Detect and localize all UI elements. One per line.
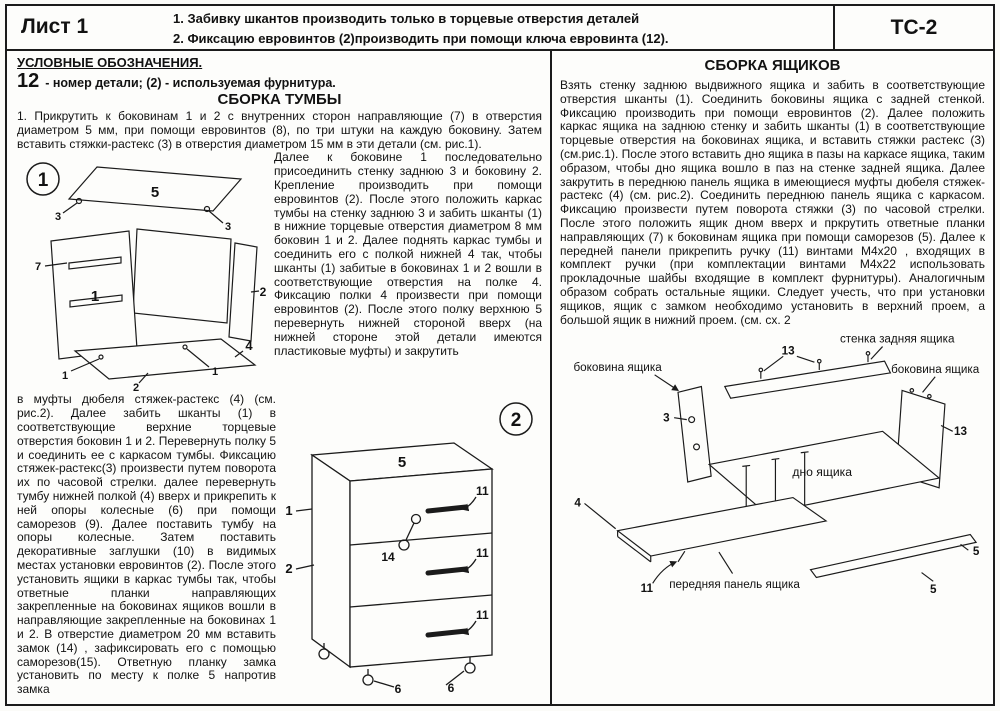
drawer-section-title: СБОРКА ЯЩИКОВ — [704, 57, 841, 74]
front-panel-label: передняя панель ящика — [669, 579, 800, 592]
fitting-label-2: 2 — [285, 561, 292, 576]
fitting-label-3: 3 — [225, 221, 231, 233]
fitting-label-1: 1 — [212, 366, 218, 378]
model-code: ТС-2 — [833, 6, 993, 49]
figure2-badge-number: 2 — [511, 410, 522, 431]
fitting-label-5: 5 — [929, 583, 936, 596]
side-panel-label: боковина ящика — [573, 361, 662, 374]
figure1-container: 1 5 1 2 4 3 3 7 1 1 2 — [17, 151, 269, 393]
fitting-dot — [75, 198, 83, 205]
top-shelf-shape — [67, 166, 243, 213]
sheet-number: Лист 1 — [21, 15, 89, 38]
caster-wheel — [318, 648, 330, 661]
cabinet-section-title: СБОРКА ТУМБЫ — [217, 91, 342, 108]
figure2-assembled-cabinet-diagram: 2 5 11 11 11 14 1 2 6 6 — [285, 402, 533, 695]
header-note-2: 2. Фиксацию евровинтов (2)производить пр… — [173, 30, 669, 46]
back-wall-shape — [132, 228, 232, 325]
drawer-assembly-column: СБОРКА ЯЩИКОВ Взять стенку заднюю выдвиж… — [552, 51, 993, 704]
cabinet-paragraph-1: 1. Прикрутить к боковинам 1 и 2 с внутре… — [17, 109, 542, 151]
cabinet-front-shape — [349, 468, 493, 669]
figure1-and-text-row: 1 5 1 2 4 3 3 7 1 1 2 — [17, 150, 542, 393]
handle-label-11: 11 — [476, 546, 489, 560]
right-side-shape — [228, 242, 258, 343]
drawer-handle — [425, 566, 469, 576]
legend-line: 12 - номер детали; (2) - используемая фу… — [17, 71, 542, 91]
sheet-frame: Лист 1 1. Забивку шкантов производить то… — [5, 4, 995, 706]
fitting-label-1: 1 — [62, 370, 68, 382]
part-label-4: 4 — [245, 338, 253, 353]
rastex-fitting — [687, 416, 695, 424]
figure3-exploded-drawer-diagram: стенка задняя ящика боковина ящика боков… — [573, 333, 980, 596]
lock-icon — [410, 514, 422, 525]
header-note-1: 1. Забивку шкантов производить только в … — [173, 11, 640, 26]
drawer-handle — [425, 504, 469, 514]
fitting-label-11: 11 — [640, 582, 653, 595]
cabinet-assembly-column: УСЛОВНЫЕ ОБОЗНАЧЕНИЯ. 12 - номер детали;… — [7, 51, 552, 704]
figure2-container: 2 5 11 11 11 14 1 2 6 6 — [280, 393, 542, 697]
figure1-exploded-cabinet-diagram: 1 5 1 2 4 3 3 7 1 1 2 — [26, 162, 267, 393]
rail-shape — [69, 294, 123, 309]
fitting-label-5: 5 — [972, 545, 979, 558]
part-label-1: 1 — [285, 503, 292, 518]
rastex-fitting — [692, 443, 700, 451]
fitting-label-7: 7 — [35, 261, 41, 273]
fitting-label-4: 4 — [574, 497, 581, 510]
sheet-body: УСЛОВНЫЕ ОБОЗНАЧЕНИЯ. 12 - номер детали;… — [7, 51, 993, 704]
fitting-label-13: 13 — [954, 426, 968, 439]
drawer-back-wall-shape — [723, 360, 891, 400]
rail-shape — [68, 256, 122, 271]
legend-title: УСЛОВНЫЕ ОБОЗНАЧЕНИЯ. — [17, 55, 203, 70]
cabinet-side-shape — [311, 454, 351, 669]
cabinet-paragraph-3: в муфты дюбеля стяжек-растекс (4) (см. р… — [17, 392, 276, 697]
drawer-bottom-shape — [707, 431, 940, 515]
figure1-badge-circle — [26, 162, 60, 197]
fitting-label-3: 3 — [55, 211, 61, 223]
caster-label-6: 6 — [448, 681, 455, 695]
header-notes: 1. Забивку шкантов производить только в … — [159, 6, 833, 49]
dowel-dot — [182, 344, 188, 350]
fitting-label-13: 13 — [781, 345, 795, 358]
drawer-bottom-label: дно ящика — [792, 465, 852, 479]
drawer-front-panel-shape — [615, 497, 828, 557]
guide-rail-shape — [808, 534, 977, 579]
fitting-label-3: 3 — [663, 412, 670, 425]
part-label-1: 1 — [91, 288, 99, 305]
legend-sample-number: 12 — [17, 70, 40, 92]
caster-wheel — [362, 674, 374, 687]
text-and-figure2-row: в муфты дюбеля стяжек-растекс (4) (см. р… — [17, 393, 542, 697]
header-row: Лист 1 1. Забивку шкантов производить то… — [7, 6, 993, 51]
handle-label-11: 11 — [476, 484, 489, 498]
dowel-dot — [98, 354, 104, 360]
figure1-badge-number: 1 — [38, 170, 49, 191]
part-label-5: 5 — [151, 184, 159, 201]
drawer-handle — [425, 628, 469, 638]
lock-label-14: 14 — [381, 550, 395, 564]
cabinet-paragraph-2: Далее к боковине 1 последовательно присо… — [274, 150, 542, 358]
figure3-container: стенка задняя ящика боковина ящика боков… — [560, 330, 985, 632]
caster-label-6: 6 — [395, 682, 402, 695]
back-wall-label: стенка задняя ящика — [839, 333, 954, 346]
fitting-dot — [203, 206, 211, 213]
figure2-badge-circle — [499, 402, 533, 437]
fitting-label-2: 2 — [133, 382, 139, 393]
drawer-left-side-shape — [676, 386, 712, 484]
drawer-paragraph: Взять стенку заднюю выдвижного ящика и з… — [560, 78, 985, 327]
handle-label-11: 11 — [476, 608, 489, 622]
part-label-2: 2 — [260, 285, 267, 299]
side-panel-label: боковина ящика — [891, 363, 980, 376]
caster-wheel — [464, 662, 476, 675]
legend-text: - номер детали; (2) - используемая фурни… — [45, 76, 336, 90]
part-label-5: 5 — [398, 454, 406, 471]
key-icon — [398, 539, 410, 552]
bottom-shelf-shape — [73, 338, 257, 381]
